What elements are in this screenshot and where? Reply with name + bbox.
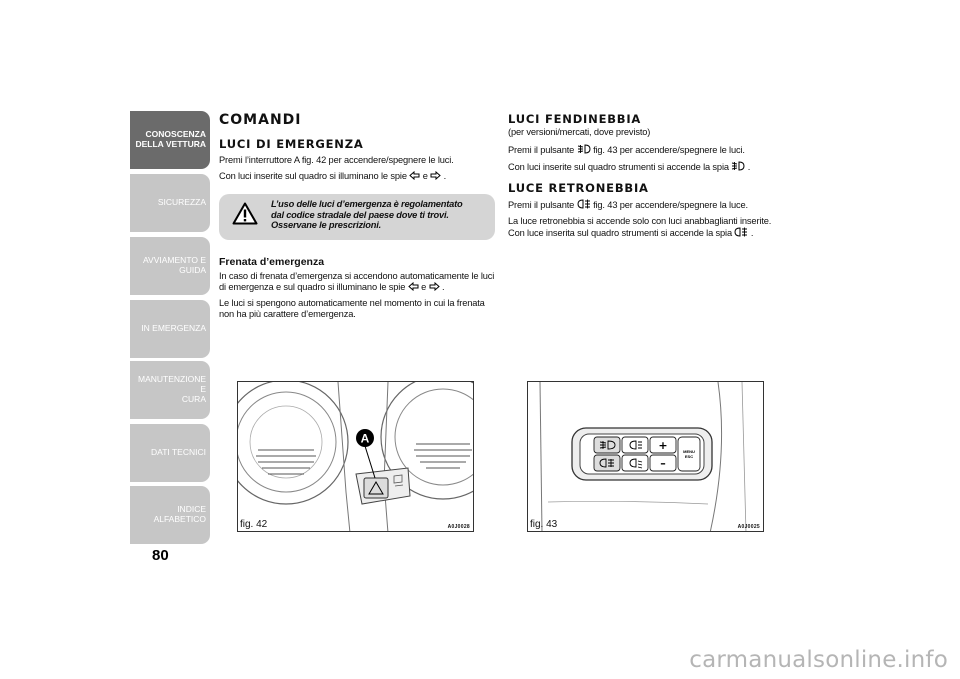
paragraph: In caso di frenata d’emergenza si accend…: [219, 271, 495, 292]
tab-emergenza[interactable]: IN EMERGENZA: [130, 300, 210, 358]
paragraph: Premi l’interruttore A fig. 42 per accen…: [219, 155, 454, 165]
figure-code: A0J0025: [737, 524, 760, 530]
turn-right-indicator-icon: [430, 171, 441, 180]
rear-fog-light-icon: [734, 227, 748, 237]
right-column: LUCI FENDINEBBIA (per versioni/mercati, …: [508, 112, 784, 239]
figure-label: fig. 42: [240, 519, 268, 530]
tab-conoscenza[interactable]: CONOSCENZA DELLA VETTURA: [130, 111, 210, 169]
paragraph: Con luci inserite sul quadro si illumina…: [219, 171, 447, 181]
front-fog-light-icon: [577, 144, 591, 154]
warning-box: L’uso delle luci d’emergenza è regolamen…: [219, 194, 495, 240]
figure-label: fig. 43: [530, 519, 558, 530]
low-beam-button-icon: [629, 458, 643, 469]
watermark: carmanualsonline.info: [689, 647, 948, 673]
callout-marker-a: [356, 429, 374, 447]
tab-indice[interactable]: INDICE ALFABETICO: [130, 486, 210, 544]
paragraph: Premi il pulsante fig. 43 per accendere/…: [508, 199, 748, 210]
light-control-panel-illustration: + – MENU ESC: [539, 382, 747, 531]
tab-manutenzione[interactable]: MANUTENZIONE E CURA: [130, 361, 210, 419]
rear-fog-light-icon: [577, 199, 590, 209]
front-fog-button-icon: [599, 440, 616, 450]
rear-fog-button-icon: [599, 458, 614, 468]
tab-avviamento[interactable]: AVVIAMENTO E GUIDA: [130, 237, 210, 295]
paragraph: Con luci inserite sul quadro strumenti s…: [508, 161, 751, 172]
warning-text: L’uso delle luci d’emergenza è regolamen…: [271, 199, 463, 230]
page-title: COMANDI: [219, 112, 302, 128]
subtitle: (per versioni/mercati, dove previsto): [508, 127, 651, 137]
left-column: COMANDI LUCI DI EMERGENZA Premi l’interr…: [219, 112, 495, 325]
paragraph: La luce retronebbia si accende solo con …: [508, 216, 772, 238]
figure-43-light-buttons: + – MENU ESC fig. 43 A0J0025: [527, 381, 764, 532]
page-number: 80: [152, 547, 169, 564]
paragraph: Premi il pulsante fig. 43 per accendere/…: [508, 144, 745, 155]
heading-fendinebbia: LUCI FENDINEBBIA: [508, 112, 642, 126]
plus-button-label: +: [658, 439, 667, 452]
esc-button-label: ESC: [685, 454, 693, 459]
turn-left-indicator-icon: [409, 171, 420, 180]
figure-code: A0J0028: [447, 524, 470, 530]
turn-right-indicator-icon: [429, 282, 440, 291]
tab-sicurezza[interactable]: SICUREZZA: [130, 174, 210, 232]
front-fog-light-icon: [732, 161, 745, 171]
figure-42-hazard-switch: A fig. 42 A0J0028: [237, 381, 474, 532]
callout-label-a: A: [361, 432, 370, 446]
tab-dati-tecnici[interactable]: DATI TECNICI: [130, 424, 210, 482]
heading-luci-emergenza: LUCI DI EMERGENZA: [219, 137, 364, 151]
turn-left-indicator-icon: [407, 282, 419, 291]
warning-triangle-icon: [232, 202, 258, 225]
minus-button-label: –: [660, 457, 666, 470]
dashboard-vents-illustration: A: [238, 382, 473, 531]
menu-button-label: MENU: [683, 449, 695, 454]
heading-retronebbia: LUCE RETRONEBBIA: [508, 181, 649, 195]
headlight-button-icon: [629, 440, 642, 450]
heading-frenata: Frenata d’emergenza: [219, 256, 325, 268]
paragraph: Le luci si spengono automaticamente nel …: [219, 298, 485, 319]
